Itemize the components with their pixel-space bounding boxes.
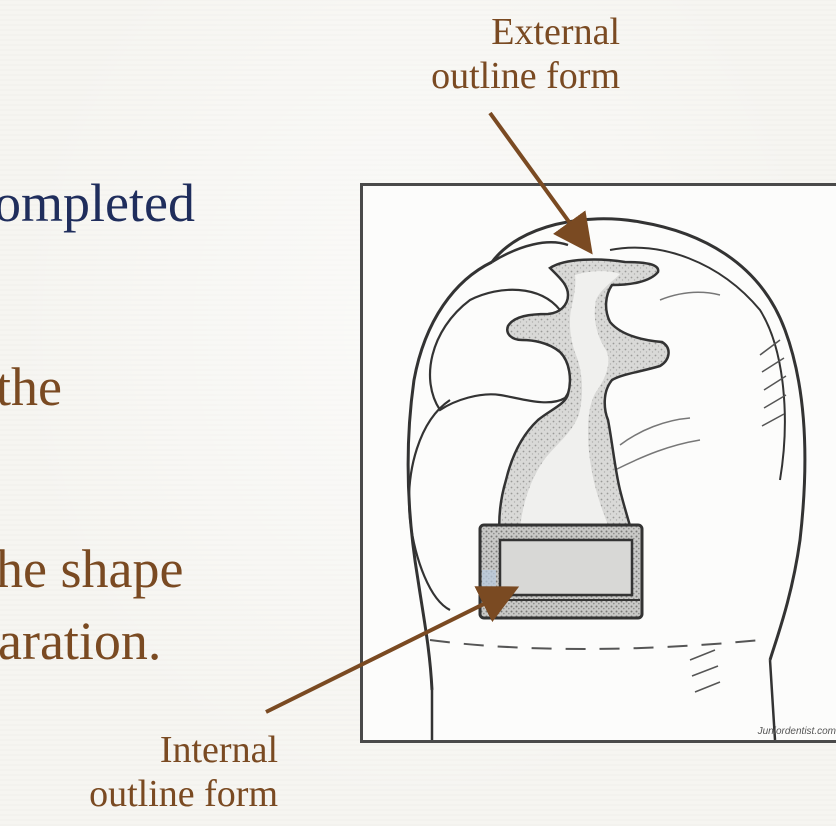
distal-cusp-outline (409, 400, 450, 610)
proximal-box-highlight (482, 570, 496, 600)
proximal-box-floor (500, 540, 632, 595)
hatching-left-bottom (690, 650, 720, 692)
buccal-cusp-ridge (492, 242, 568, 262)
external-outline-arrow (490, 113, 588, 248)
mesial-cusp-outline (430, 290, 573, 410)
internal-outline-arrow (266, 590, 512, 712)
groove-lines (615, 292, 720, 470)
cej-dashed-line (430, 640, 760, 649)
figure-watermark: Juniordentist.com (758, 726, 836, 737)
